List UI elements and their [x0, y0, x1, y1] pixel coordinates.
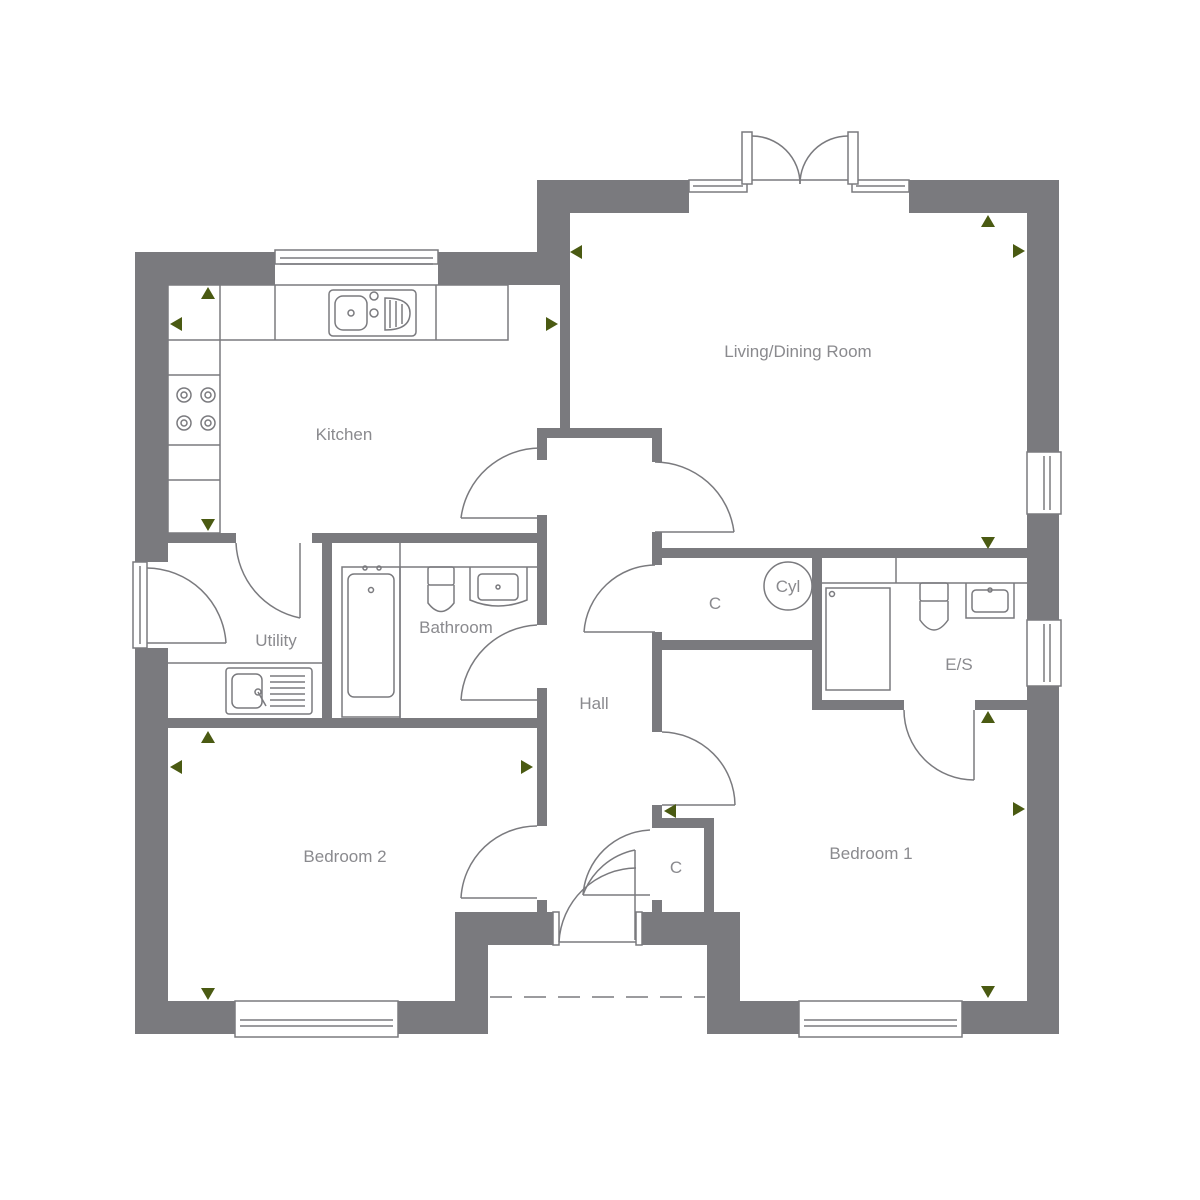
dimension-arrow-icon [546, 317, 558, 331]
bedroom1-window [798, 1000, 963, 1038]
ensuite-window [1026, 619, 1062, 687]
bedroom2-window [234, 1000, 399, 1038]
toilet-icon [427, 566, 455, 613]
utility-door-frame [132, 561, 148, 649]
sink-icon [328, 289, 417, 337]
living-window-right [851, 179, 910, 193]
dimension-arrow-icon [201, 287, 215, 299]
dimension-arrow-icon [201, 519, 215, 531]
dimension-arrow-icon [570, 245, 582, 259]
ensuite-fittings [822, 558, 1027, 691]
dimension-arrow-icon [1013, 244, 1025, 258]
shower-icon [825, 587, 891, 691]
external-walls [135, 180, 1059, 1034]
dimension-arrow-icon [170, 760, 182, 774]
utility-units [168, 662, 322, 715]
room-label-bedroom1: Bedroom 1 [829, 844, 912, 863]
hob-icon [176, 387, 216, 431]
room-label-ensuite: E/S [945, 655, 972, 674]
cylinder-icon [763, 561, 813, 611]
dimension-arrow-icon [664, 804, 676, 818]
room-label-utility: Utility [255, 631, 297, 650]
room-label-living: Living/Dining Room [724, 342, 871, 361]
bathroom-fittings [341, 543, 537, 718]
room-label-cylinder: Cyl [776, 577, 801, 596]
french-doors [741, 131, 859, 185]
room-label-hall: Hall [579, 694, 608, 713]
bath-icon [341, 565, 401, 718]
living-side-window [1026, 451, 1062, 515]
room-label-kitchen: Kitchen [316, 425, 373, 444]
internal-walls [168, 250, 1027, 912]
dimension-arrow-icon [201, 988, 215, 1000]
dimension-arrow-icon [981, 537, 995, 549]
dimension-arrow-icon [170, 317, 182, 331]
kitchen-units [167, 284, 509, 534]
doors [146, 447, 975, 998]
sink-icon [225, 667, 313, 715]
room-labels: Living/Dining Room Kitchen Utility Bathr… [255, 342, 972, 877]
dimension-arrow-icon [521, 760, 533, 774]
basin-icon [965, 583, 1015, 619]
toilet-icon [919, 582, 949, 631]
kitchen-window [274, 249, 439, 265]
dimension-arrow-icon [981, 215, 995, 227]
room-label-cupboard-top: C [709, 594, 721, 613]
dimension-arrow-icon [981, 711, 995, 723]
room-label-bedroom2: Bedroom 2 [303, 847, 386, 866]
dimension-markers [170, 215, 1025, 1000]
room-label-bathroom: Bathroom [419, 618, 493, 637]
living-window-left [688, 179, 748, 193]
dimension-arrow-icon [201, 731, 215, 743]
dimension-arrow-icon [1013, 802, 1025, 816]
dimension-arrow-icon [981, 986, 995, 998]
windows [132, 179, 1062, 1038]
basin-icon [469, 567, 528, 607]
room-label-cupboard-bottom: C [670, 858, 682, 877]
